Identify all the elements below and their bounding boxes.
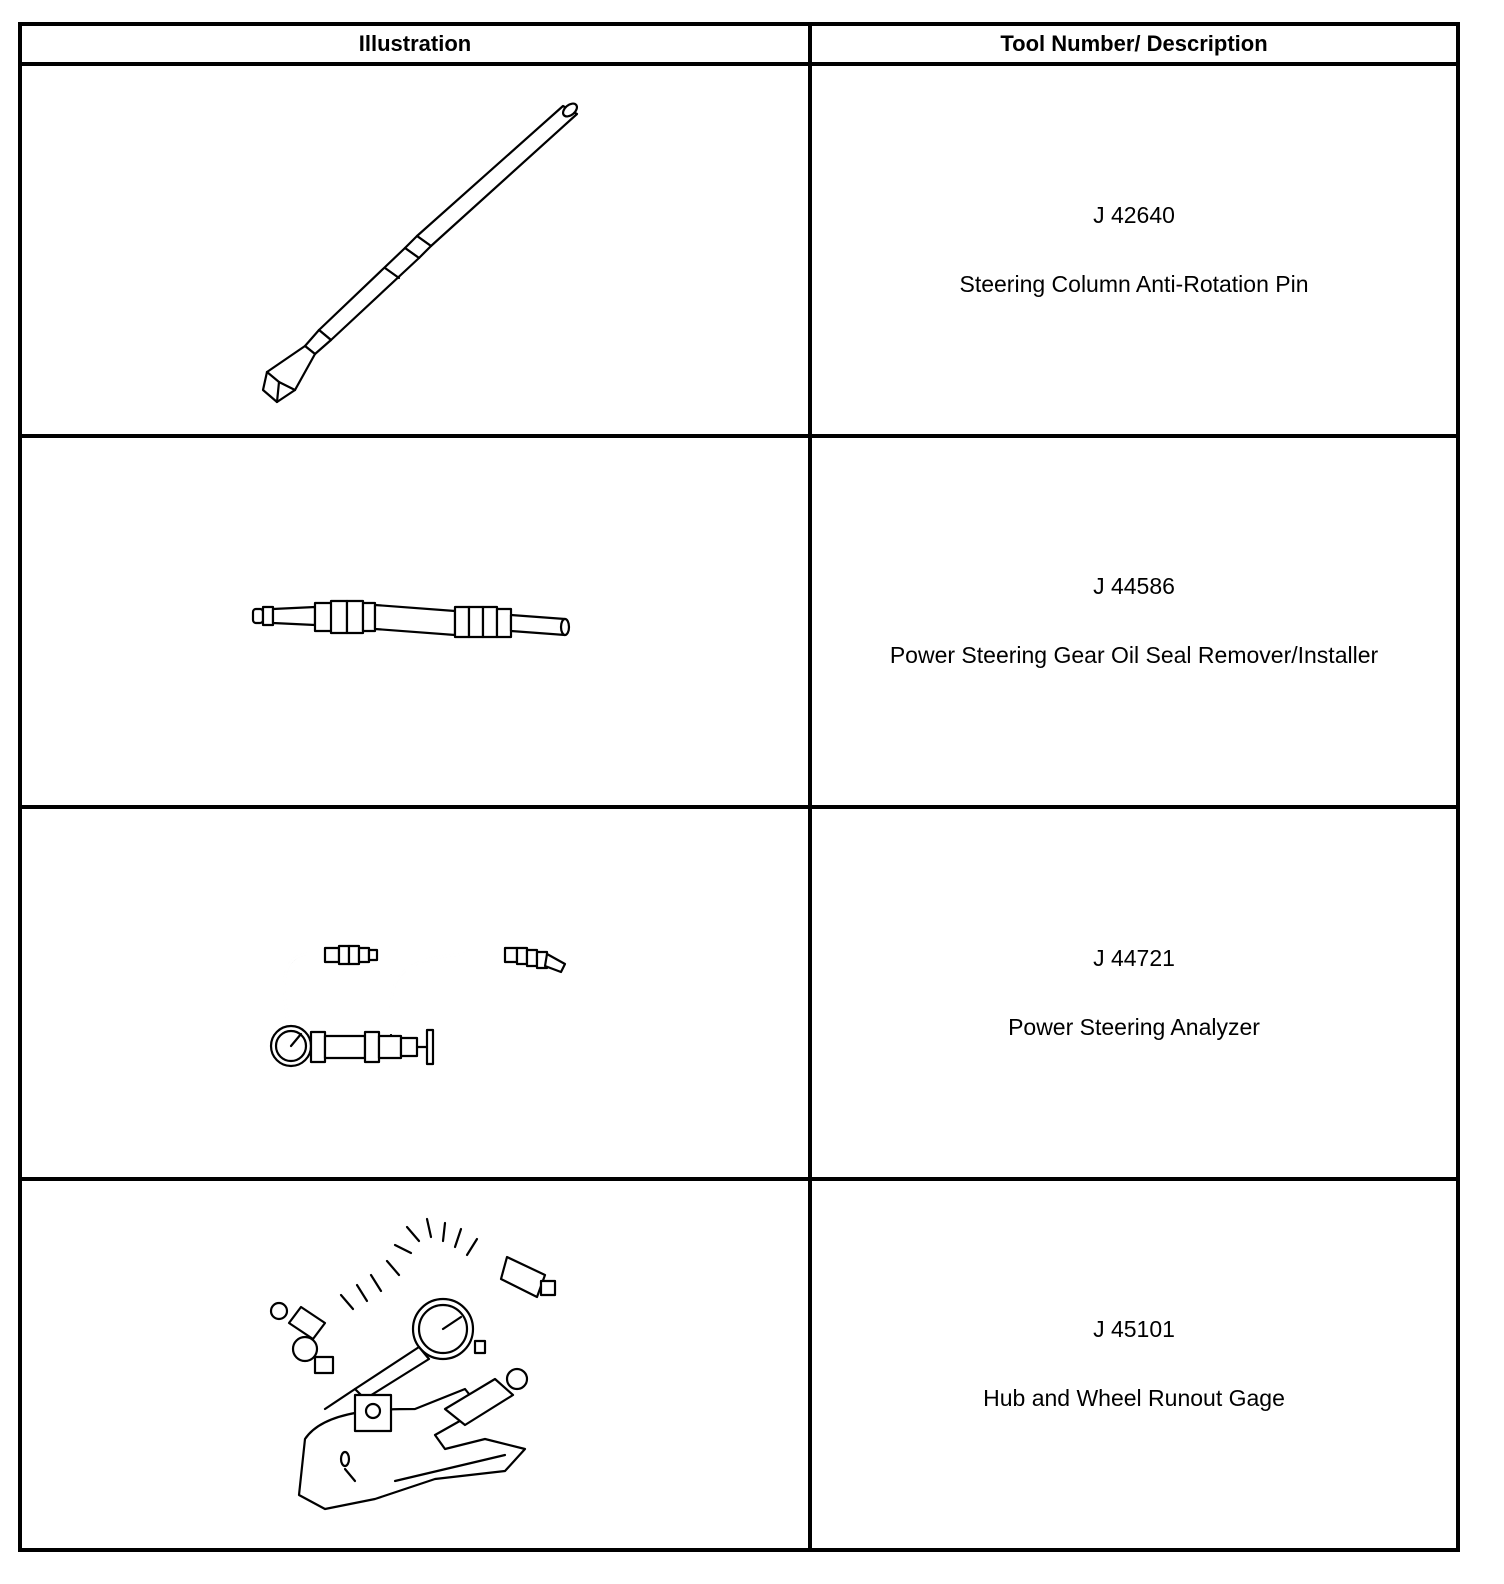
description-cell: J 42640 Steering Column Anti-Rotation Pi… [808, 62, 1460, 438]
tool-description: Power Steering Gear Oil Seal Remover/Ins… [889, 642, 1379, 669]
tool-description: Steering Column Anti-Rotation Pin [959, 270, 1309, 297]
tool-number: J 42640 [1093, 201, 1175, 228]
anti-rotation-pin-illustration [261, 102, 579, 403]
table-row: J 44721 Power Steering Analyzer [18, 805, 1460, 1181]
tool-number: J 45101 [1093, 1316, 1175, 1343]
illustration-cell [18, 62, 812, 438]
description-cell: J 45101 Hub and Wheel Runout Gage [808, 1176, 1460, 1552]
tool-description: Power Steering Analyzer [1008, 1013, 1260, 1040]
illustration-cell [18, 805, 812, 1181]
header-illustration: Illustration [18, 22, 812, 66]
tool-number: J 44586 [1093, 573, 1175, 600]
description-cell: J 44721 Power Steering Analyzer [808, 805, 1460, 1181]
header-row: Illustration Tool Number/ Description [18, 22, 1460, 66]
runout-gage-illustration [269, 1215, 557, 1511]
tool-number: J 44721 [1093, 944, 1175, 971]
description-cell: J 44586 Power Steering Gear Oil Seal Rem… [808, 433, 1460, 809]
table-row: J 42640 Steering Column Anti-Rotation Pi… [18, 62, 1460, 438]
tool-description: Hub and Wheel Runout Gage [983, 1385, 1285, 1412]
illustration-cell [18, 433, 812, 809]
illustration-cell [18, 1176, 812, 1552]
table-row: J 45101 Hub and Wheel Runout Gage [18, 1176, 1460, 1552]
tool-table: Illustration Tool Number/ Description [18, 22, 1460, 1552]
table-row: J 44586 Power Steering Gear Oil Seal Rem… [18, 433, 1460, 809]
oil-seal-remover-installer-illustration [251, 600, 571, 639]
power-steering-analyzer-illustration [269, 944, 567, 1067]
header-tool-description: Tool Number/ Description [808, 22, 1460, 66]
